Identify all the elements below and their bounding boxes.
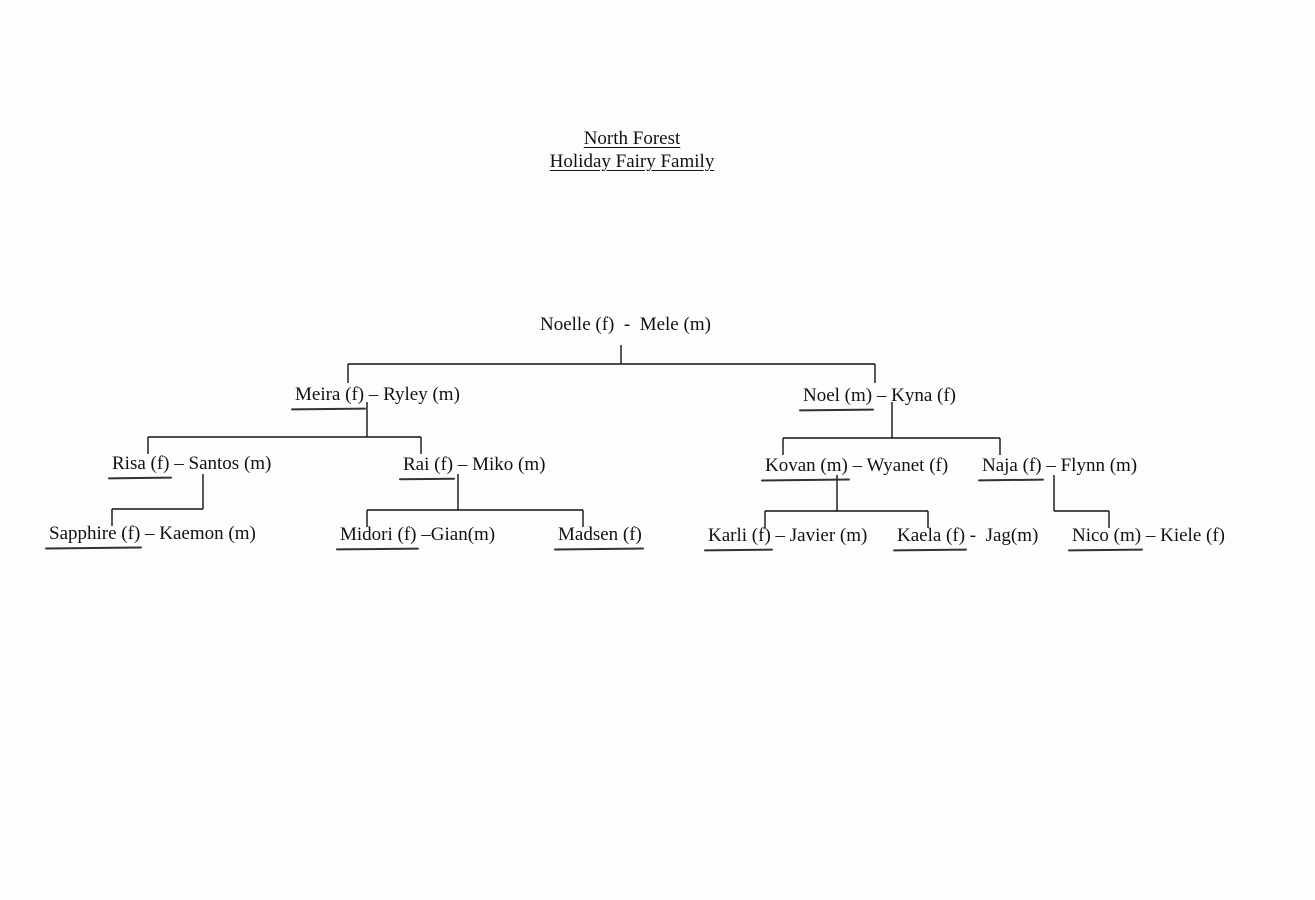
couple-risa-santos: Risa (f) – Santos (m) <box>112 453 271 475</box>
person-nico: Nico (m) <box>1072 525 1142 546</box>
person-meira: Meira (f) <box>295 384 365 405</box>
person-kovan: Kovan (m) <box>765 455 848 476</box>
person-kaela: Kaela (f) <box>897 525 966 546</box>
couple-meira-ryley: Meira (f) – Ryley (m) <box>295 384 460 406</box>
couple-sapphire-kaemon: Sapphire (f) – Kaemon (m) <box>49 523 256 545</box>
couple-noelle-mele: Noelle (f) - Mele (m) <box>540 314 711 336</box>
couple-rai-miko: Rai (f) – Miko (m) <box>403 454 545 476</box>
spouse-flynn: – Flynn (m) <box>1041 455 1138 476</box>
tree-title-line-1: North Forest <box>583 128 681 149</box>
couple-nico-kiele: Nico (m) – Kiele (f) <box>1072 525 1225 547</box>
spouse-wyanet: – Wyanet (f) <box>847 455 949 476</box>
couple-karli-javier: Karli (f) – Javier (m) <box>708 525 867 547</box>
person-madsen-node: Madsen (f) <box>558 524 642 546</box>
person-midori: Midori (f) <box>340 524 417 545</box>
couple-kaela-jag: Kaela (f) - Jag(m) <box>897 525 1038 547</box>
spouse-miko: – Miko (m) <box>453 454 546 475</box>
couple-naja-flynn: Naja (f) – Flynn (m) <box>982 455 1137 477</box>
person-karli: Karli (f) <box>708 525 771 546</box>
spouse-javier: – Javier (m) <box>770 525 868 546</box>
couple-midori-gian: Midori (f) –Gian(m) <box>340 524 495 546</box>
person-sapphire: Sapphire (f) <box>49 523 141 544</box>
spouse-kiele: – Kiele (f) <box>1141 525 1226 546</box>
spouse-kaemon: – Kaemon (m) <box>140 523 256 544</box>
person-risa: Risa (f) <box>112 453 170 474</box>
spouse-gian: –Gian(m) <box>416 524 496 545</box>
couple-noel-kyna: Noel (m) – Kyna (f) <box>803 385 956 407</box>
person-naja: Naja (f) <box>982 455 1042 476</box>
couple-kovan-wyanet: Kovan (m) – Wyanet (f) <box>765 455 948 477</box>
spouse-ryley: – Ryley (m) <box>364 384 460 405</box>
spouse-santos: – Santos (m) <box>169 453 272 474</box>
person-madsen: Madsen (f) <box>558 524 642 545</box>
spouse-jag: - Jag(m) <box>965 525 1039 546</box>
tree-title-line-2: Holiday Fairy Family <box>549 151 715 172</box>
couple-noelle-mele-label: Noelle (f) - Mele (m) <box>540 314 711 335</box>
person-rai: Rai (f) <box>403 454 454 475</box>
spouse-kyna: – Kyna (f) <box>872 385 957 406</box>
person-noel: Noel (m) <box>803 385 873 406</box>
